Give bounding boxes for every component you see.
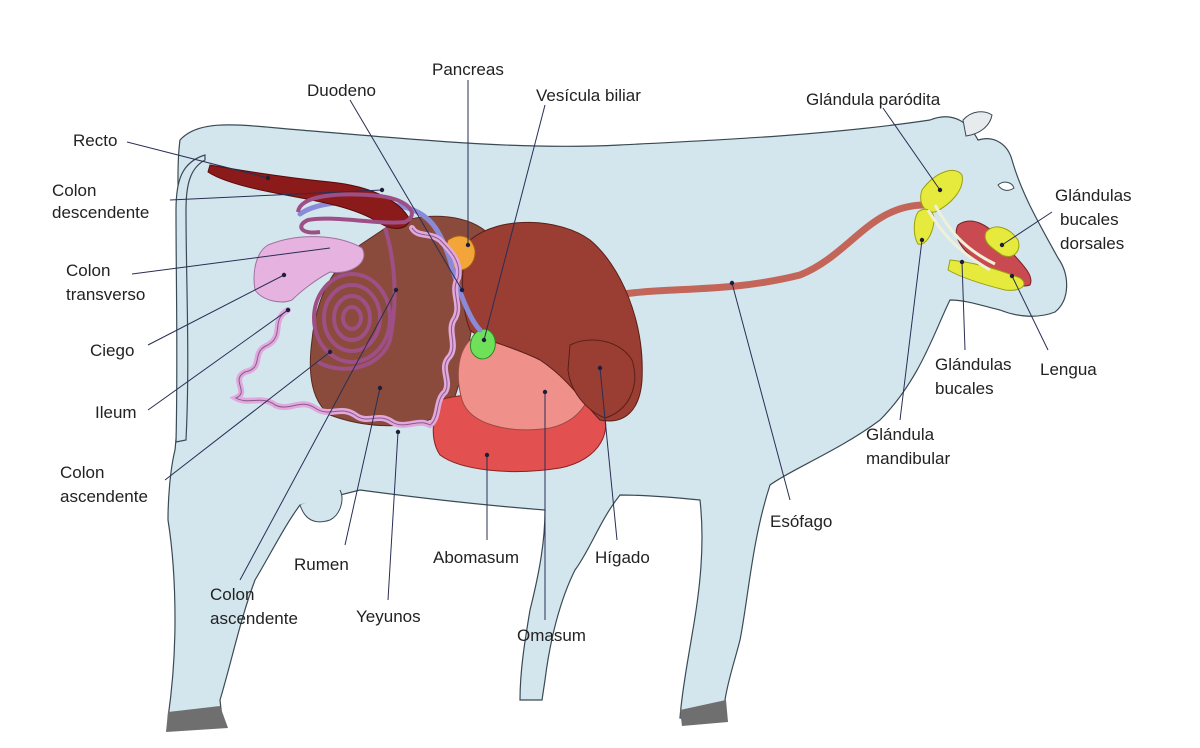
colon-spiral: [296, 192, 414, 371]
label-glandulas-bucales: Glándulas bucales: [935, 355, 1016, 398]
label-colon-descendente: Colon descendente: [52, 181, 149, 222]
eye: [997, 181, 1015, 191]
label-abomasum: Abomasum: [433, 548, 519, 567]
label-lengua: Lengua: [1040, 360, 1097, 379]
leader-dots: [265, 175, 1015, 458]
horn: [962, 111, 993, 137]
gland-ducts: [926, 204, 996, 272]
label-recto: Recto: [73, 131, 117, 150]
small-intestine-outline: [234, 227, 460, 426]
label-omasum: Omasum: [517, 626, 586, 645]
label-glandula-mandibular: Glándula mandibular: [866, 425, 950, 468]
hoof-front: [680, 700, 728, 726]
label-colon-ascendente-1: Colon ascendente: [60, 463, 148, 506]
label-duodeno: Duodeno: [307, 81, 376, 100]
label-glandula-parodita: Glándula paródita: [806, 90, 941, 109]
label-higado: Hígado: [595, 548, 650, 567]
leader-lines: [126, 80, 1053, 620]
label-glandulas-bucales-dorsales: Glándulas bucales dorsales: [1055, 186, 1136, 253]
label-ciego: Ciego: [90, 341, 134, 360]
label-yeyunos: Yeyunos: [356, 607, 421, 626]
label-colon-ascendente-2: Colon ascendente: [210, 585, 298, 628]
label-ileum: Ileum: [95, 403, 137, 422]
label-rumen: Rumen: [294, 555, 349, 574]
cecum: [253, 236, 365, 303]
label-vesicula-biliar: Vesícula biliar: [536, 86, 641, 105]
dorsal-buccal-glands: [984, 226, 1020, 257]
rectum: [207, 164, 411, 229]
label-pancreas: Pancreas: [432, 60, 504, 79]
udder: [299, 489, 343, 523]
hoof-back: [166, 706, 228, 732]
gallbladder: [469, 328, 496, 360]
tail: [175, 154, 206, 443]
esophagus: [596, 201, 929, 302]
label-esofago: Esófago: [770, 512, 832, 531]
label-colon-transverso: Colon transverso: [66, 261, 145, 304]
